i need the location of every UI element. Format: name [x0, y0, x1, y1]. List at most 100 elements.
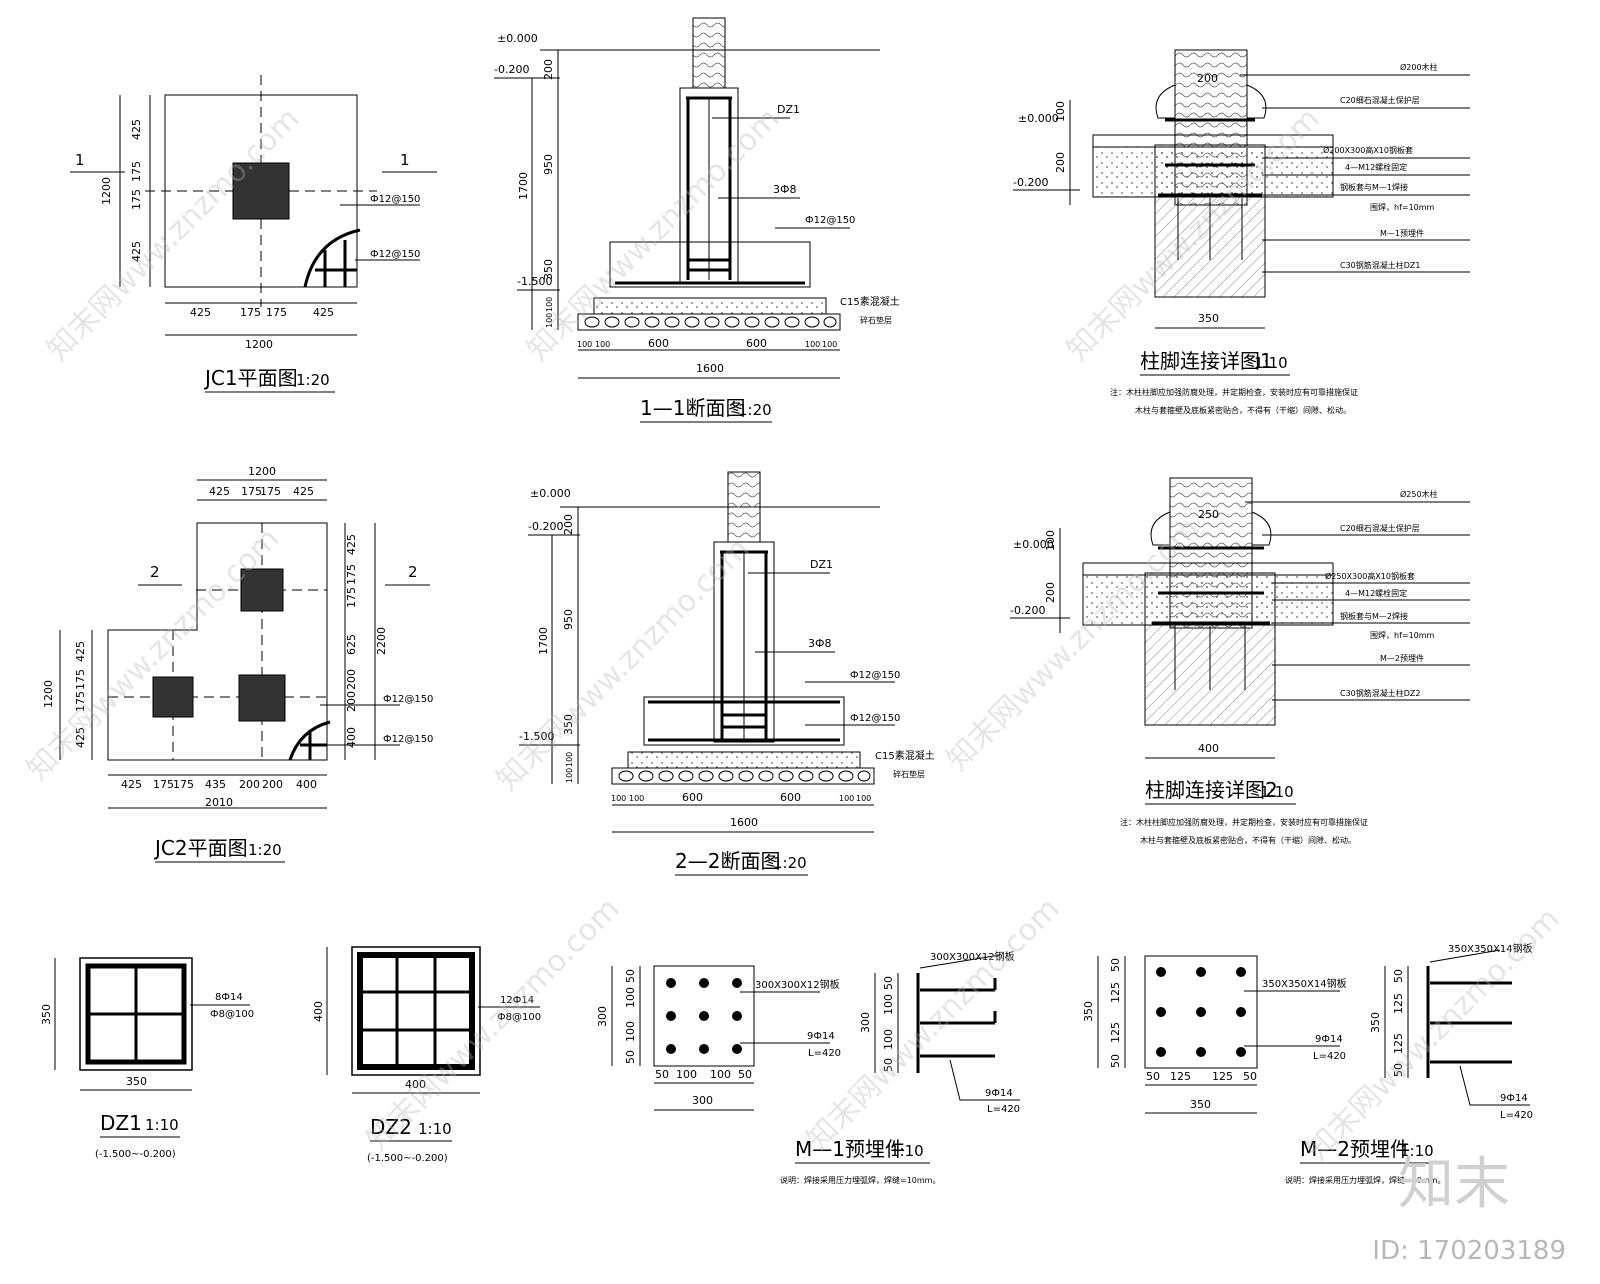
s1-label-tie: 3Ф8	[773, 183, 796, 196]
m2-side-dim-2: 125	[1392, 993, 1405, 1014]
s1-scale: 1:20	[738, 401, 772, 419]
d1-dim-200: 200	[1054, 152, 1067, 173]
m2-side-dim-4: 50	[1392, 1063, 1405, 1077]
jc2-bottom-dim-5: 200	[239, 778, 260, 791]
d2-level-top: ±0.000	[1013, 538, 1054, 551]
d2-label-1: Ø250木柱	[1400, 489, 1438, 499]
jc2-right-dim-4: 625	[345, 634, 358, 655]
d1-dim-100: 100	[1054, 101, 1067, 122]
dz2-scale: 1:10	[418, 1120, 452, 1138]
d1-label-4: 4—M12螺栓固定	[1345, 162, 1407, 172]
s2-dim-b4: 600	[780, 791, 801, 804]
s1-gravel-layer	[577, 313, 841, 331]
m1-dim-total: 300	[692, 1094, 713, 1107]
m2-dim-h-1: 50	[1146, 1070, 1160, 1083]
s2-level-upper: -0.200	[528, 520, 563, 533]
m2-side-bars: 9Ф14	[1500, 1093, 1528, 1104]
jc1-column	[232, 162, 290, 220]
m1-side-dim-2: 100	[882, 994, 895, 1015]
m1-side-plate-label: 300X300X12钢板	[930, 950, 1015, 963]
m1-embedded-part: 300X300X12钢板 9Ф14 L=420 50 100 100 50 30…	[596, 950, 1020, 1185]
s1-dim-950: 950	[542, 154, 555, 175]
m2-dim-h-2: 125	[1170, 1070, 1191, 1083]
d1-dim-base-w: 350	[1198, 312, 1219, 325]
s2-label-rebar2: Ф12@150	[850, 713, 900, 724]
s2-level-top: ±0.000	[530, 487, 571, 500]
s1-dim-b6: 100	[822, 340, 837, 349]
jc1-dim-h-2: 175	[240, 306, 261, 319]
s1-dim-b5: 100	[805, 340, 820, 349]
d2-title: 柱脚连接详图2	[1145, 778, 1278, 802]
d2-dim-base-w: 400	[1198, 742, 1219, 755]
m2-dim-v-2: 125	[1109, 982, 1122, 1003]
dz2-range: (-1.500~-0.200)	[367, 1153, 448, 1164]
s2-gravel-layer	[611, 767, 875, 785]
m2-dim-v-1: 50	[1109, 958, 1122, 972]
s1-label-c15: C15素混凝土	[840, 295, 900, 308]
d1-level-top: ±0.000	[1018, 112, 1059, 125]
jc1-section-mark-left: 1	[75, 151, 85, 169]
jc2-right-dim-2: 175	[345, 564, 358, 585]
m2-dim-v-total: 350	[1082, 1001, 1095, 1022]
m2-dim-v-4: 50	[1109, 1054, 1122, 1068]
dz2-title: DZ2	[370, 1115, 412, 1139]
s1-dim-100b: 100	[545, 313, 554, 328]
s2-dim-b2: 100	[629, 794, 644, 803]
s1-dim-b1: 100	[577, 340, 592, 349]
m2-side-dim-3: 125	[1392, 1033, 1405, 1054]
d2-scale: 1:10	[1260, 783, 1294, 801]
s2-dim-100b: 100	[565, 768, 574, 783]
jc2-column	[238, 674, 286, 722]
s1-level-top: ±0.000	[497, 32, 538, 45]
dz2-width: 400	[405, 1078, 426, 1091]
jc2-right-dim-1: 425	[345, 534, 358, 555]
s1-footing	[609, 241, 811, 288]
jc1-dim-h-3: 175	[266, 306, 287, 319]
jc2-column	[240, 568, 284, 612]
jc2-bottom-dim-6: 200	[262, 778, 283, 791]
jc2-rebar-corner	[288, 720, 331, 761]
jc2-bottom-dim-7: 400	[296, 778, 317, 791]
jc2-bottom-dim-4: 435	[205, 778, 226, 791]
d2-protective	[1144, 572, 1276, 626]
d1-level-low: -0.200	[1013, 176, 1048, 189]
s1-c15-layer	[593, 297, 827, 315]
jc2-bottom-dim-1: 425	[121, 778, 142, 791]
d1-note-2: 木柱与套箍壁及底板紧密贴合，不得有（干缩）间隙、松动。	[1135, 405, 1351, 415]
m2-dim-h-3: 125	[1212, 1070, 1233, 1083]
dz2-outline	[351, 946, 481, 1076]
m2-side-length: L=420	[1500, 1110, 1533, 1121]
jc2-bottom-dim-2: 175	[153, 778, 174, 791]
m1-dim-h-4: 50	[738, 1068, 752, 1081]
s1-label-rebar: Ф12@150	[805, 215, 855, 226]
jc2-outline	[107, 522, 328, 761]
d1-cap-left	[1155, 84, 1176, 119]
s1-label-dz: DZ1	[777, 103, 800, 116]
s2-dim-100a: 100	[565, 752, 574, 767]
s2-dim-950: 950	[562, 609, 575, 630]
jc1-scale: 1:20	[296, 371, 330, 389]
s2-scale: 1:20	[773, 854, 807, 872]
jc2-right-total: 2200	[375, 627, 388, 655]
jc1-title: JC1平面图	[203, 366, 298, 390]
dz2-stirrup	[357, 952, 475, 1070]
s1-level-bottom: -1.500	[517, 275, 552, 288]
d2-col-size: 250	[1198, 508, 1219, 521]
m1-length: L=420	[808, 1048, 841, 1059]
jc2-section-mark-left: 2	[150, 563, 160, 581]
m1-side-bars: 9Ф14	[985, 1088, 1013, 1099]
jc2-title: JC2平面图	[153, 836, 248, 860]
s2-gravel-pattern	[618, 770, 871, 782]
m2-dim-h-4: 50	[1243, 1070, 1257, 1083]
dz1-title: DZ1	[100, 1111, 142, 1135]
s2-dim-total: 1600	[730, 816, 758, 829]
jc2-right-dim-6: 200	[345, 691, 358, 712]
jc2-section-mark-right: 2	[408, 563, 418, 581]
d2-label-6: 围焊，hf=10mm	[1370, 630, 1435, 640]
m1-side-leader-plate	[919, 954, 1001, 969]
m1-dim-v-4: 50	[624, 1050, 637, 1064]
d2-cap-right	[1251, 511, 1272, 546]
jc2-left-dim-4: 425	[74, 727, 87, 748]
m2-plate-label: 350X350X14钢板	[1262, 977, 1347, 990]
